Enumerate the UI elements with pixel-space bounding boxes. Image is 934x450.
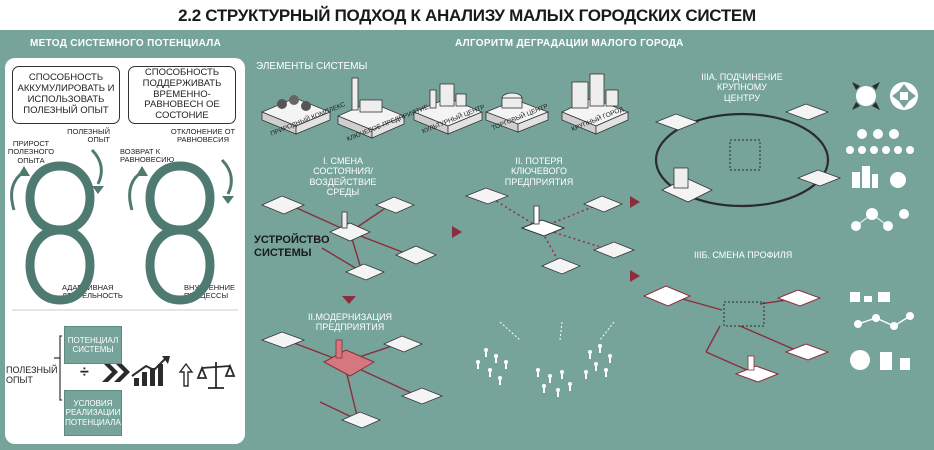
block-culture [412, 83, 484, 135]
right-header: АЛГОРИТМ ДЕГРАДАЦИИ МАЛОГО ГОРОДА [455, 38, 684, 49]
scales-icon [196, 362, 236, 389]
left-header: МЕТОД СИСТЕМНОГО ПОТЕНЦИАЛА [30, 38, 222, 49]
stage2b-nodes [260, 331, 444, 429]
network-icon [851, 208, 909, 231]
block-city [561, 73, 630, 135]
block-nature [260, 95, 332, 135]
stage3a-label: IIIА. ПОДЧИНЕНИЕ КРУПНОМУ ЦЕНТРУ [701, 72, 783, 103]
converge-icon [852, 82, 880, 110]
return-label: ВОЗВРАТ К РАВНОВЕСИЮ [120, 147, 175, 165]
icons-column [846, 82, 918, 370]
arrow-right-marker-2 [630, 196, 640, 208]
infinity-loop-right [145, 161, 215, 305]
people-group-left [476, 348, 508, 385]
arrow-down-marker [342, 296, 356, 304]
equilibrium-box: СПОСОБНОСТЬ ПОДДЕРЖИВАТЬ ВРЕМЕННО-РАВНОВ… [128, 66, 236, 124]
chevron-icon [102, 362, 118, 382]
formula-useful-exp: ПОЛЕЗНЫЙ ОПЫТ [6, 365, 58, 385]
element-blocks [260, 73, 630, 139]
conditions-box: УСЛОВИЯ РЕАЛИЗАЦИИ ПОТЕНЦИАЛА [64, 390, 122, 436]
people-group-mid [536, 368, 572, 397]
stage3b-network [671, 295, 801, 375]
growth-chart-icon [131, 356, 170, 386]
profile-icons [850, 292, 914, 370]
people-dispersal [476, 321, 615, 397]
stage2-label: II. ПОТЕРЯ КЛЮЧЕВОГО ПРЕДПРИЯТИЯ [504, 156, 574, 187]
arrow-right-down [220, 158, 233, 195]
stage2b-network [285, 339, 419, 421]
block-factory [336, 77, 406, 139]
stage3b-label: IIIБ. СМЕНА ПРОФИЛЯ [694, 250, 793, 260]
hierarchy-icon-1 [846, 129, 914, 154]
stage3a-nodes [654, 103, 842, 203]
stage1-nodes [260, 195, 437, 281]
people-group-right [584, 344, 612, 379]
accumulate-box: СПОСОБНОСТЬ АККУМУЛИРОВАТЬ И ИСПОЛЬЗОВАТ… [12, 66, 120, 124]
useful-exp-label: ПОЛЕЗНЫЙ ОПЫТ [67, 127, 110, 145]
internal-label: ВНУТРЕННИЕ ПРОЦЕССЫ [184, 283, 235, 301]
page-title: 2.2 СТРУКТУРНЫЙ ПОДХОД К АНАЛИЗУ МАЛЫХ Г… [178, 6, 756, 25]
arrow-left-down [90, 148, 103, 185]
system-potential-box: ПОТЕНЦИАЛ СИСТЕМЫ [64, 326, 122, 364]
system-structure-label: УСТРОЙСТВО СИСТЕМЫ [254, 234, 330, 259]
infinity-loop-left [25, 161, 95, 305]
divide-sign: ÷ [80, 364, 89, 381]
arrow-right-marker-3 [630, 270, 640, 282]
block-trade [484, 92, 550, 133]
arrow-right-marker-1 [452, 226, 462, 238]
stage2-nodes [464, 187, 636, 275]
growth-label: ПРИРОСТ ПОЛЕЗНОГО ОПЫТА [7, 139, 55, 165]
subordination-ring [654, 112, 830, 208]
diverge-icon [890, 82, 918, 110]
elements-label: ЭЛЕМЕНТЫ СИСТЕМЫ [256, 61, 368, 72]
up-arrow-icon [178, 362, 194, 387]
stage2b-label: II.МОДЕРНИЗАЦИЯ ПРЕДПРИЯТИЯ [308, 312, 392, 333]
city-icons [852, 166, 906, 188]
stage1-label: I. СМЕНА СОСТОЯНИЯ/ ВОЗДЕЙСТВИЕ СРЕДЫ [309, 156, 377, 198]
deviation-label: ОТКЛОНЕНИЕ ОТ РАВНОВЕСИЯ [170, 127, 236, 145]
stage3b-nodes [642, 285, 830, 383]
